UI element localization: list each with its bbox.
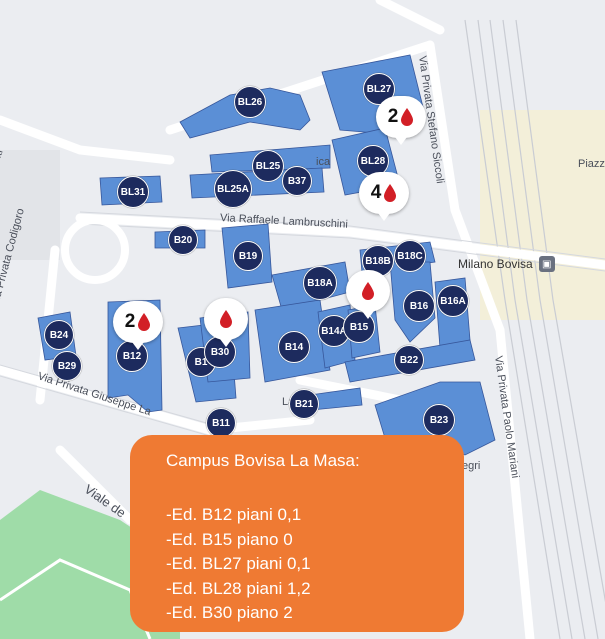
building-bl25[interactable]: BL25 xyxy=(252,150,284,182)
station-label: Milano Bovisa xyxy=(458,257,533,271)
info-box: Campus Bovisa La Masa: -Ed. B12 piani 0,… xyxy=(130,435,464,632)
building-b29[interactable]: B29 xyxy=(52,351,82,381)
blood-pin-count: 2 xyxy=(124,311,136,332)
blood-pin-bl28[interactable]: 4 xyxy=(359,172,409,221)
info-box-item: -Ed. BL28 piani 1,2 xyxy=(166,578,311,598)
blood-pin-b12[interactable]: 2 xyxy=(113,301,163,350)
blood-drop-icon xyxy=(362,282,374,300)
train-station-icon: ▣ xyxy=(538,256,555,272)
building-b22[interactable]: B22 xyxy=(394,345,424,375)
building-b16[interactable]: B16 xyxy=(403,290,435,322)
info-box-item: -Ed. B12 piani 0,1 xyxy=(166,505,302,524)
blood-drop-icon xyxy=(220,310,232,328)
building-b23[interactable]: B23 xyxy=(423,404,455,436)
blood-drop-icon xyxy=(384,184,397,202)
building-b14[interactable]: B14 xyxy=(278,331,310,363)
blood-pin-b15[interactable] xyxy=(346,270,390,319)
building-b19[interactable]: B19 xyxy=(233,241,263,271)
info-box-item: -Ed. BL27 piani 0,1 xyxy=(166,554,311,573)
building-b11[interactable]: B11 xyxy=(206,408,236,438)
building-bl31[interactable]: BL31 xyxy=(117,176,149,208)
blood-pin-count: 4 xyxy=(370,182,382,203)
info-box-list: -Ed. B12 piani 0,1 -Ed. B15 piano 0 -Ed.… xyxy=(166,503,311,626)
blood-drop-icon xyxy=(138,313,151,331)
building-bl26[interactable]: BL26 xyxy=(234,86,266,118)
building-b20[interactable]: B20 xyxy=(168,225,198,255)
info-box-item: -Ed. B30 piano 2 xyxy=(166,603,293,622)
info-box-title: Campus Bovisa La Masa: xyxy=(166,451,360,470)
blood-drop-icon xyxy=(401,108,414,126)
blood-pin-count: 2 xyxy=(387,106,399,127)
building-b21[interactable]: B21 xyxy=(289,389,319,419)
street-ica-fragment: ica xyxy=(316,156,331,168)
building-b24[interactable]: B24 xyxy=(44,320,74,350)
blood-pin-b30[interactable] xyxy=(204,298,248,347)
info-box-item: -Ed. B15 piano 0 xyxy=(166,529,293,549)
building-b18a[interactable]: B18A xyxy=(303,266,337,300)
street-piazz: Piazz xyxy=(578,158,605,170)
building-b18c[interactable]: B18C xyxy=(394,240,426,272)
street-negri: egri xyxy=(462,460,481,472)
building-b37[interactable]: B37 xyxy=(282,166,312,196)
station-milano-bovisa[interactable]: Milano Bovisa ▣ xyxy=(458,256,555,272)
blood-pin-bl27[interactable]: 2 xyxy=(376,96,426,145)
building-b16a[interactable]: B16A xyxy=(437,285,469,317)
building-bl25a[interactable]: BL25A xyxy=(214,170,252,208)
